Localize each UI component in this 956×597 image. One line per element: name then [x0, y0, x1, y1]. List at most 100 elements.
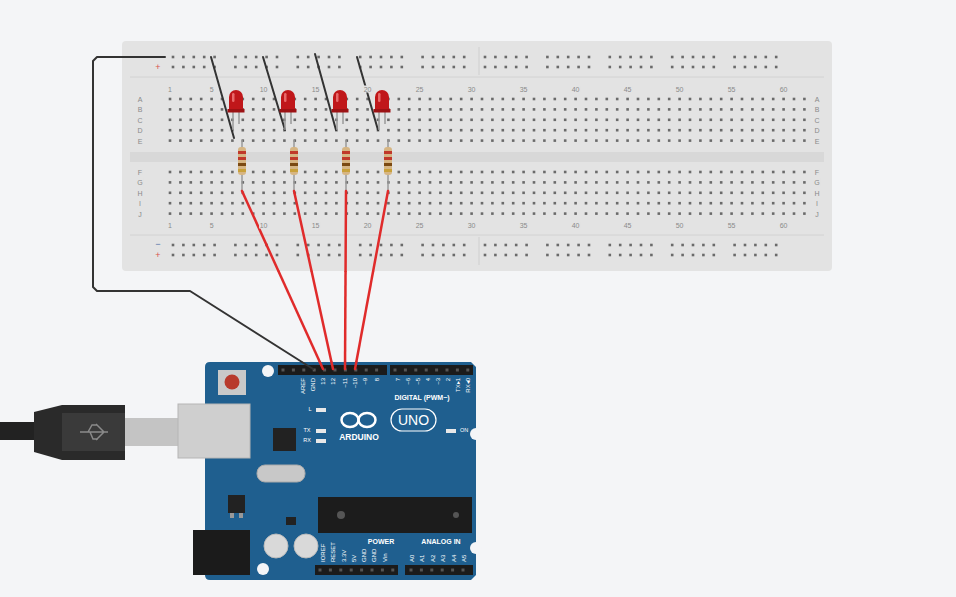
hole	[606, 139, 609, 142]
hole	[567, 66, 570, 69]
hole	[564, 202, 567, 205]
row-letter: A	[814, 96, 821, 103]
hole	[429, 181, 432, 184]
column-number: 50	[675, 222, 685, 229]
hole	[491, 192, 494, 195]
hole	[782, 129, 785, 132]
hole	[543, 192, 546, 195]
hole	[730, 202, 733, 205]
hole	[494, 244, 497, 247]
hole	[418, 139, 421, 142]
hole	[172, 56, 175, 59]
hole	[567, 244, 570, 247]
hole	[637, 98, 640, 101]
hole	[765, 244, 768, 247]
hole	[283, 181, 286, 184]
hole	[606, 98, 609, 101]
hole	[182, 56, 185, 59]
uno-outline	[391, 409, 436, 431]
header-pin	[329, 569, 332, 572]
hole	[751, 171, 754, 174]
hole	[702, 244, 705, 247]
hole	[273, 108, 276, 111]
hole	[325, 108, 328, 111]
header-pin	[350, 569, 353, 572]
hole	[658, 181, 661, 184]
hole	[595, 129, 598, 132]
hole	[276, 56, 279, 59]
hole	[408, 108, 411, 111]
hole	[432, 56, 435, 59]
hole	[273, 171, 276, 174]
hole	[356, 119, 359, 122]
hole	[203, 254, 206, 257]
hole	[356, 129, 359, 132]
hole	[283, 212, 286, 215]
hole	[585, 108, 588, 111]
hole	[543, 129, 546, 132]
hole	[429, 108, 432, 111]
hole	[554, 181, 557, 184]
hole	[221, 108, 224, 111]
hole	[390, 66, 393, 69]
hole	[699, 129, 702, 132]
led-indicator	[316, 408, 326, 412]
hole	[588, 56, 591, 59]
hole	[772, 119, 775, 122]
hole	[741, 202, 744, 205]
hole	[751, 139, 754, 142]
hole	[512, 108, 515, 111]
breadboard: +151015202530354045505560ABCDEABCDEFGHIJ…	[122, 41, 832, 271]
hole	[450, 119, 453, 122]
hole	[606, 181, 609, 184]
hole	[775, 254, 778, 257]
hole	[546, 244, 549, 247]
column-number: 40	[571, 86, 581, 93]
hole	[304, 139, 307, 142]
hole	[325, 202, 328, 205]
row-letter: D	[813, 127, 820, 134]
hole	[179, 202, 182, 205]
header-pin	[414, 369, 417, 372]
pin-header	[405, 565, 473, 575]
hole	[255, 56, 258, 59]
hole	[554, 129, 557, 132]
hole	[470, 139, 473, 142]
hole	[210, 181, 213, 184]
led-body	[281, 90, 295, 111]
hole	[710, 181, 713, 184]
hole	[699, 171, 702, 174]
board-label: DIGITAL (PWM~)	[394, 394, 449, 401]
hole	[398, 139, 401, 142]
hole	[699, 202, 702, 205]
hole	[574, 98, 577, 101]
hole	[554, 139, 557, 142]
hole	[463, 244, 466, 247]
hole	[494, 254, 497, 257]
regulator-pin	[239, 513, 243, 518]
hole	[418, 108, 421, 111]
hole	[262, 108, 265, 111]
led-body	[229, 90, 243, 111]
hole	[699, 119, 702, 122]
hole	[460, 139, 463, 142]
resistor-band	[290, 169, 298, 172]
hole	[574, 119, 577, 122]
hole	[793, 192, 796, 195]
hole	[793, 108, 796, 111]
hole	[803, 171, 806, 174]
hole	[450, 212, 453, 215]
hole	[401, 56, 404, 59]
hole	[678, 212, 681, 215]
row-letter: F	[814, 169, 820, 176]
hole	[647, 139, 650, 142]
hole	[751, 212, 754, 215]
hole	[369, 56, 372, 59]
column-number: 5	[209, 222, 215, 229]
hole	[304, 192, 307, 195]
hole	[720, 98, 723, 101]
hole	[730, 171, 733, 174]
wire-segment	[320, 362, 323, 369]
hole	[169, 171, 172, 174]
hole	[356, 192, 359, 195]
